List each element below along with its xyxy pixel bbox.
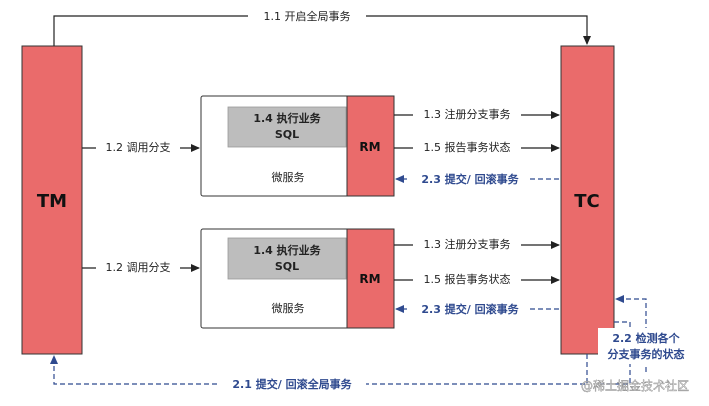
microservice-name-1: 微服务 [272,170,305,184]
business-sql-line1-1: 1.4 执行业务 [253,111,321,125]
begin-global-label: 1.1 开启全局事务 [264,9,351,23]
tm-label: TM [37,191,67,212]
business-sql-line2-1: SQL [275,128,299,141]
commit-rollback-label-1: 2.3 提交/ 回滚事务 [421,172,519,186]
report-label-2: 1.5 报告事务状态 [424,272,511,286]
commit-rollback-label-2: 2.3 提交/ 回滚事务 [421,302,519,316]
business-sql-box-2 [227,237,347,280]
check-status-line1: 2.2 检测各个 [612,331,680,345]
register-label-1: 1.3 注册分支事务 [424,107,511,121]
business-sql-box-1 [227,106,347,148]
tc-block [560,45,615,355]
business-sql-line1-2: 1.4 执行业务 [253,243,321,257]
rm-block-2 [346,228,395,329]
register-label-2: 1.3 注册分支事务 [424,237,511,251]
tm-block [21,45,83,355]
microservice-name-2: 微服务 [272,301,305,315]
tc-label: TC [574,191,600,212]
watermark: @稀土掘金技术社区 [581,378,689,393]
call-branch-label-2: 1.2 调用分支 [106,261,171,274]
check-status-line2: 分支事务的状态 [608,347,685,361]
rm-label-2: RM [359,272,380,286]
rm-label-1: RM [359,140,380,154]
business-sql-line2-2: SQL [275,260,299,273]
call-branch-label-1: 1.2 调用分支 [106,141,171,154]
commit-rollback-global-label: 2.1 提交/ 回滚全局事务 [232,377,352,391]
report-label-1: 1.5 报告事务状态 [424,140,511,154]
rm-block-1 [346,95,395,197]
